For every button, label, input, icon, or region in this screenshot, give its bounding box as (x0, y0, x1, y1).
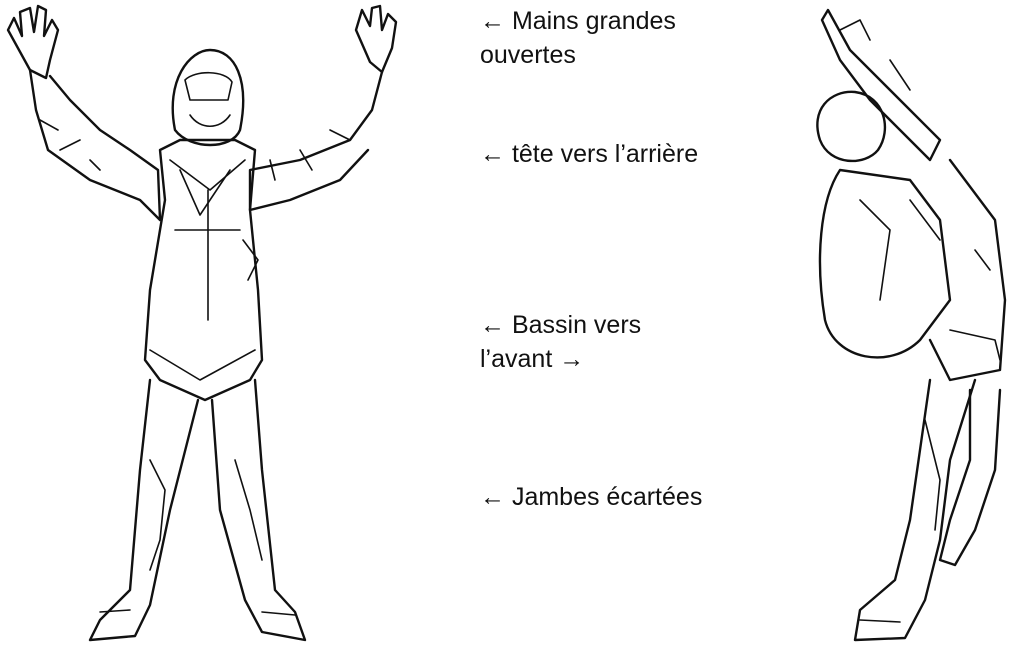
side-view-skydiver-illustration (800, 0, 1010, 650)
head-label: ← tête vers l’arrière (480, 137, 698, 171)
hands-label-line2: ouvertes (480, 38, 676, 72)
hands-label: ← Mains grandes ouvertes (480, 4, 676, 72)
hips-label-line1: ← Bassin vers (480, 308, 641, 342)
hips-label-line2: l’avant → (480, 342, 641, 376)
legs-label: ← Jambes écartées (480, 480, 702, 514)
hands-label-line1: ← Mains grandes (480, 4, 676, 38)
front-view-skydiver-illustration (0, 0, 410, 650)
hips-label: ← Bassin vers l’avant → (480, 308, 641, 376)
